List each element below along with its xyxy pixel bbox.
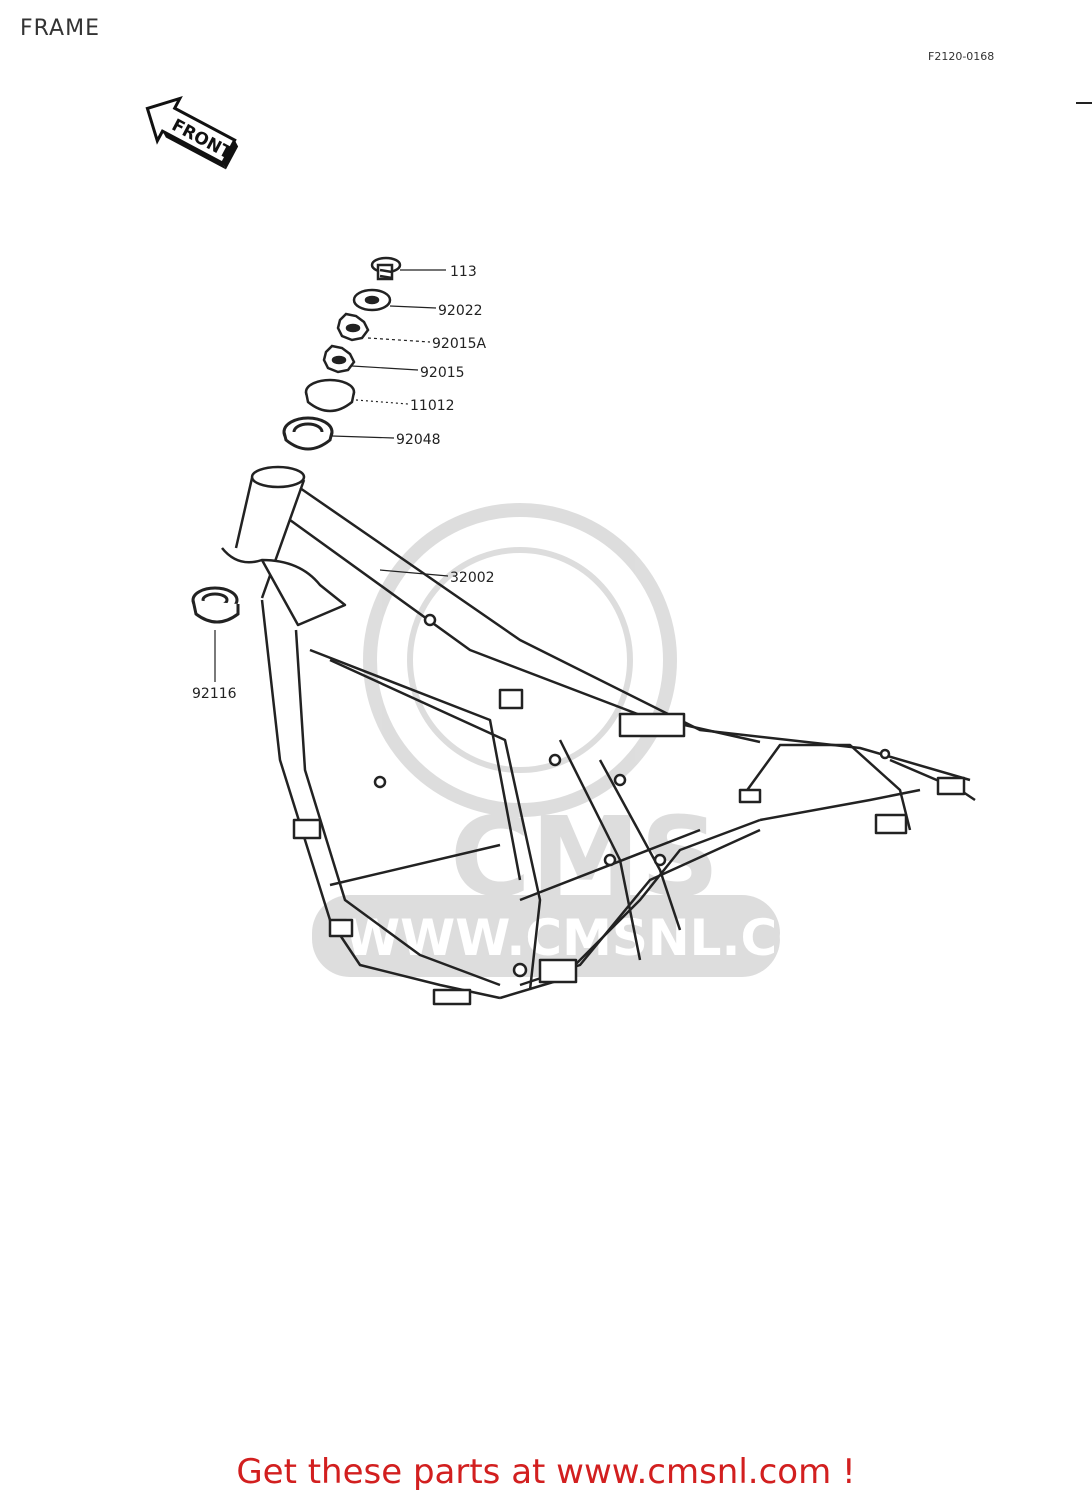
diagram-code: F2120-0168 [928, 50, 995, 63]
part-113-bolt [370, 256, 402, 281]
callout-label: 92048 [396, 432, 441, 448]
callout-label: 92015 [420, 365, 465, 381]
part-labels: 113 92022 92015A 92015 11012 92048 32002… [192, 264, 495, 702]
edge-mark [1076, 102, 1092, 104]
callout-label: 32002 [450, 570, 495, 586]
part-92015a-nut [336, 312, 370, 342]
footer-cta-link[interactable]: Get these parts at www.cmsnl.com ! [236, 1452, 856, 1492]
part-92116-grommet [191, 586, 240, 624]
watermark: CMS WWW.CMSNL.COM [312, 503, 870, 977]
leader-lines [214, 269, 449, 682]
callout-label: 92116 [192, 686, 237, 702]
part-32002-frame [221, 465, 976, 1006]
watermark-url: WWW.CMSNL.COM [345, 909, 870, 967]
frame-diagram: CMS WWW.CMSNL.COM FRONT [145, 95, 976, 1006]
part-92015-nut [322, 344, 356, 374]
callout-label: 11012 [410, 398, 455, 414]
callout-label: 113 [450, 264, 477, 280]
callout-label: 92022 [438, 303, 483, 319]
page-title: FRAME [20, 16, 100, 41]
part-92048-bearing [282, 416, 334, 451]
part-92022-washer [352, 288, 392, 312]
part-11012-cover [304, 378, 356, 413]
front-arrow-icon [145, 95, 237, 166]
callout-label: 92015A [432, 336, 487, 352]
front-direction-badge: FRONT [145, 95, 239, 170]
